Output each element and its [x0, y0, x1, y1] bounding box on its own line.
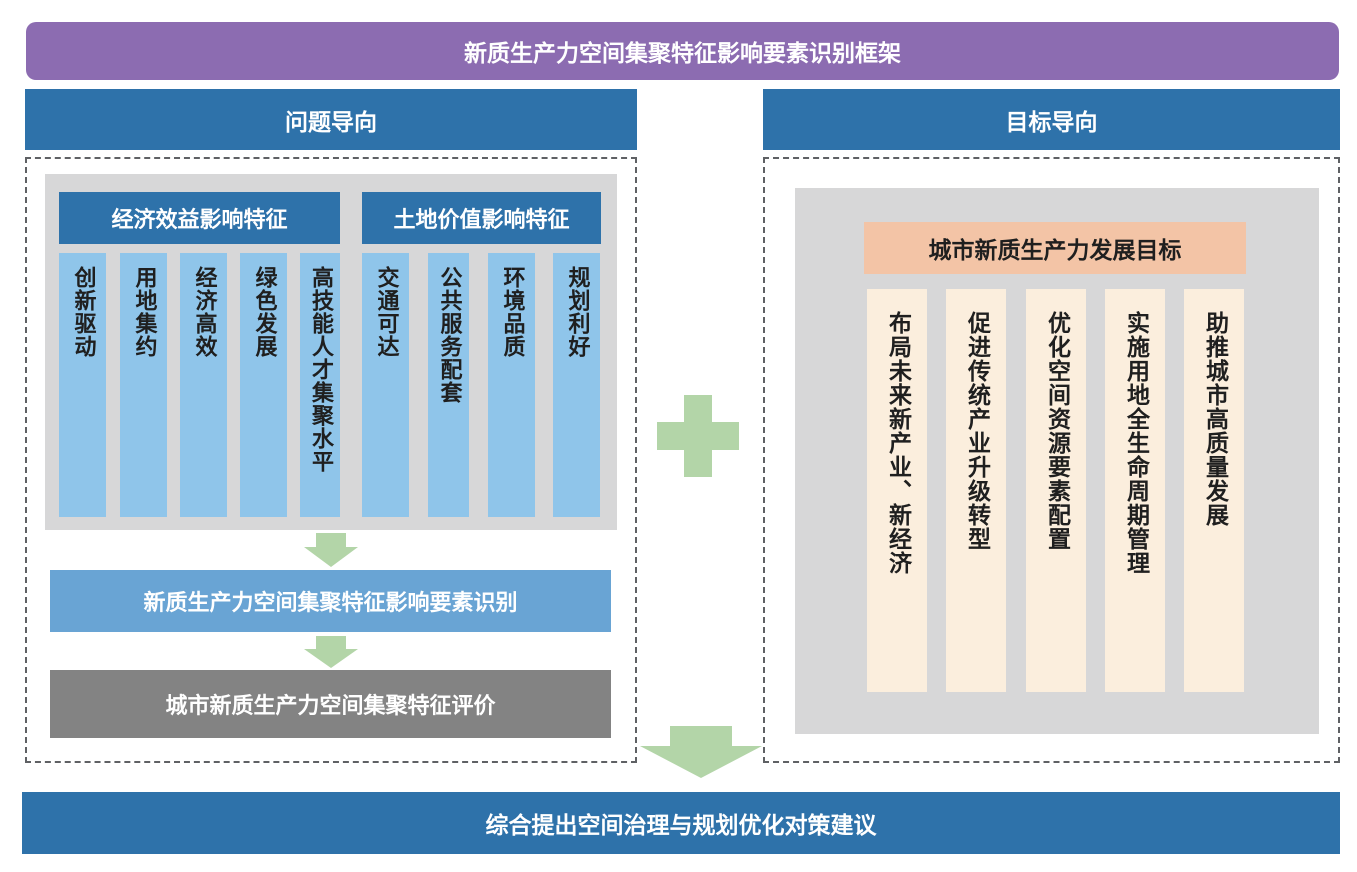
land-value-header-text: 土地价值影响特征	[393, 208, 570, 233]
factor-column: 交通可达	[362, 253, 409, 517]
goal-column: 实施用地全生命周期管理	[1105, 289, 1165, 692]
agglomeration-evaluation-text: 城市新质生产力空间集聚特征评价	[165, 694, 496, 719]
down-arrow-icon	[304, 636, 358, 668]
agglomeration-evaluation-box: 城市新质生产力空间集聚特征评价	[50, 670, 611, 738]
factor-column: 高技能人才集聚水平	[300, 253, 340, 517]
factor-label: 交通可达	[373, 266, 399, 358]
problem-oriented-header-text: 问题导向	[285, 109, 377, 136]
factor-column: 环境品质	[488, 253, 535, 517]
problem-oriented-header: 问题导向	[25, 89, 637, 150]
goal-label: 布局未来新产业、新经济	[884, 311, 911, 575]
factor-column: 创新驱动	[59, 253, 106, 517]
economic-benefit-header: 经济效益影响特征	[59, 192, 340, 244]
goal-label: 优化空间资源要素配置	[1043, 311, 1070, 551]
development-goal-header-text: 城市新质生产力发展目标	[928, 238, 1182, 264]
factor-label: 规划利好	[564, 266, 590, 358]
factor-column: 绿色发展	[240, 253, 287, 517]
governance-recommendation-bar: 综合提出空间治理与规划优化对策建议	[22, 792, 1340, 854]
factor-column: 经济高效	[180, 253, 227, 517]
down-arrow-icon	[304, 533, 358, 567]
factor-label: 公共服务配套	[436, 266, 462, 404]
factor-label: 创新驱动	[70, 266, 96, 358]
framework-title: 新质生产力空间集聚特征影响要素识别框架	[26, 22, 1339, 80]
factor-label: 经济高效	[191, 266, 217, 358]
factor-column: 公共服务配套	[428, 253, 469, 517]
goal-oriented-header: 目标导向	[763, 89, 1340, 150]
factor-column: 用地集约	[120, 253, 167, 517]
down-arrow-icon	[640, 726, 762, 778]
factor-identification-text: 新质生产力空间集聚特征影响要素识别	[143, 591, 518, 616]
economic-benefit-header-text: 经济效益影响特征	[111, 208, 288, 233]
goal-label: 助推城市高质量发展	[1201, 311, 1228, 527]
goal-label: 实施用地全生命周期管理	[1122, 311, 1149, 575]
factor-label: 环境品质	[499, 266, 525, 358]
goal-oriented-header-text: 目标导向	[1005, 109, 1098, 136]
plus-icon	[657, 395, 739, 477]
factor-label: 用地集约	[131, 266, 157, 358]
goal-column: 促进传统产业升级转型	[946, 289, 1006, 692]
framework-title-text: 新质生产力空间集聚特征影响要素识别框架	[464, 41, 901, 67]
land-value-header: 土地价值影响特征	[362, 192, 601, 244]
goal-oriented-frame	[763, 157, 1340, 763]
goal-label: 促进传统产业升级转型	[963, 311, 990, 551]
goal-column: 布局未来新产业、新经济	[867, 289, 927, 692]
goal-column: 优化空间资源要素配置	[1026, 289, 1086, 692]
governance-recommendation-text: 综合提出空间治理与规划优化对策建议	[485, 813, 877, 839]
factor-label: 高技能人才集聚水平	[308, 266, 333, 473]
factor-identification-box: 新质生产力空间集聚特征影响要素识别	[50, 570, 611, 632]
problem-oriented-frame	[25, 157, 637, 763]
goal-column: 助推城市高质量发展	[1184, 289, 1244, 692]
factor-label: 绿色发展	[251, 266, 277, 358]
development-goal-header: 城市新质生产力发展目标	[864, 222, 1246, 274]
factor-column: 规划利好	[553, 253, 600, 517]
